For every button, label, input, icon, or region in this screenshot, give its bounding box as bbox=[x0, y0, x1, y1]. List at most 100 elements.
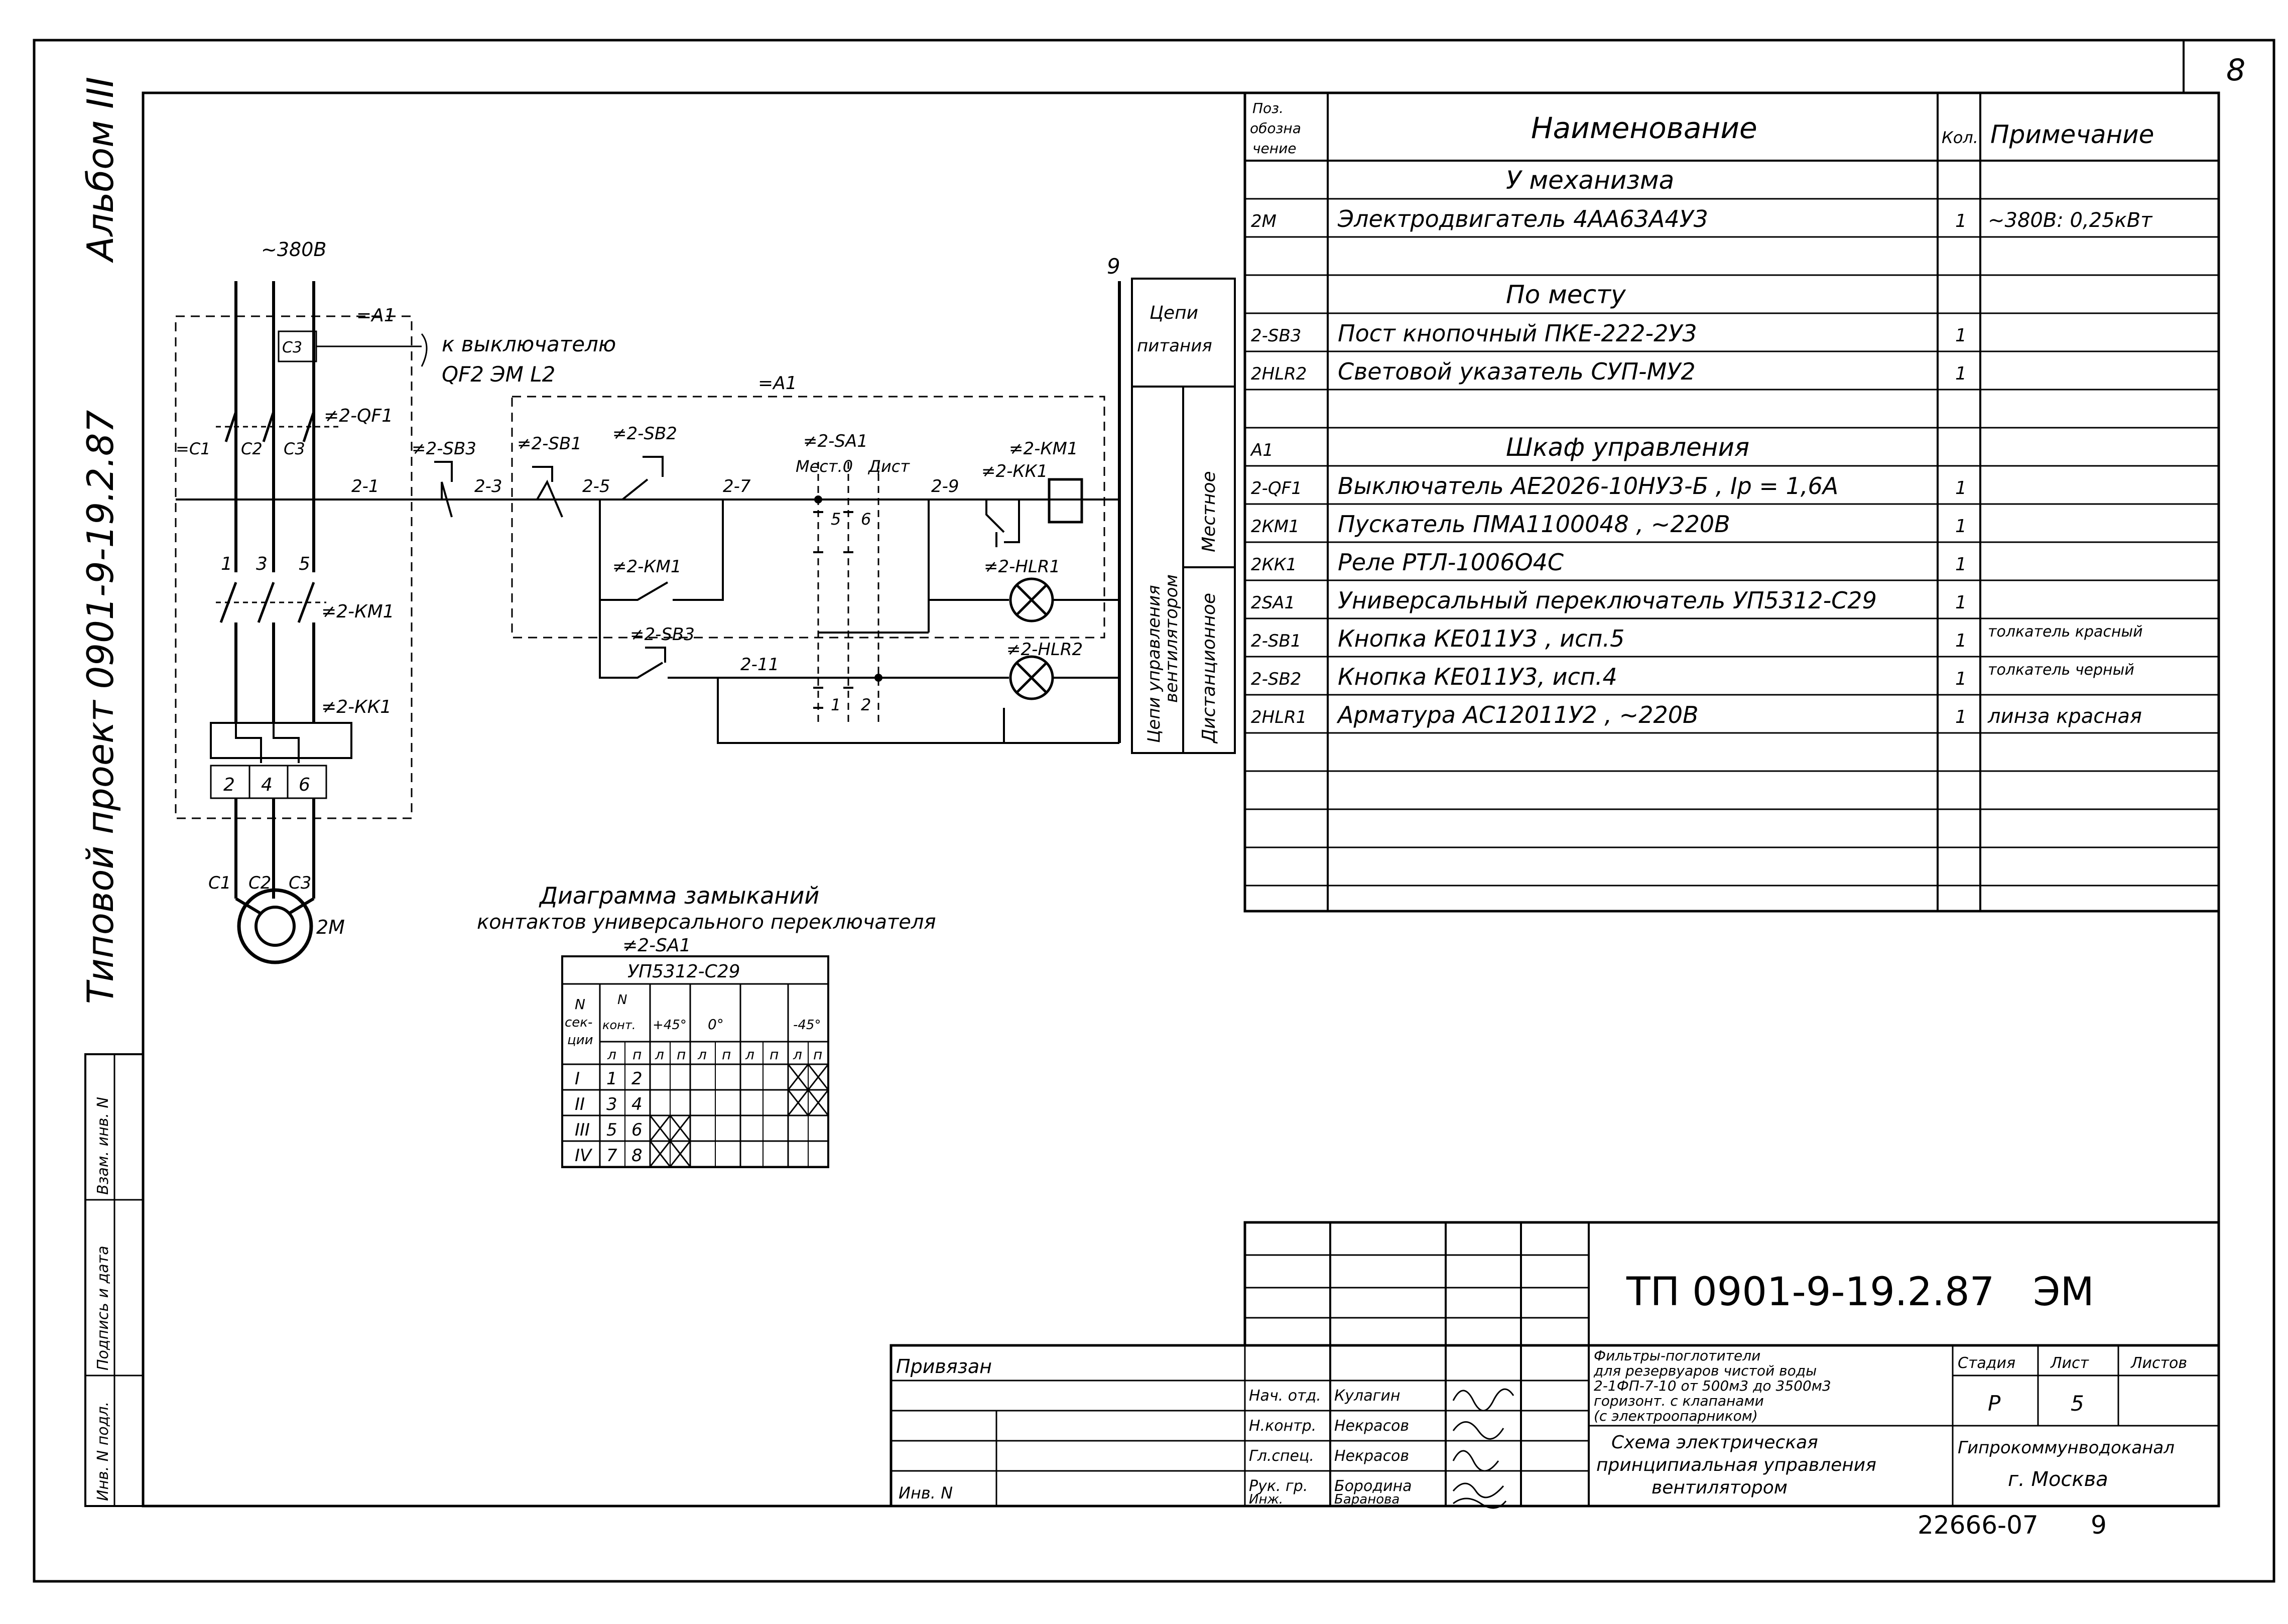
motor-symbol bbox=[237, 888, 313, 964]
sb3b-label: ≠2-SB3 bbox=[630, 624, 695, 645]
sheet-title-l1: Схема электрическая bbox=[1611, 1432, 1818, 1453]
km1-coil bbox=[1048, 478, 1083, 524]
name-1: Некрасов bbox=[1334, 1417, 1409, 1435]
sa-5-label: 5 bbox=[831, 510, 841, 529]
title-block: ТП 0901-9-19.2.87 ЭМ Привязан Инв. N Нач… bbox=[889, 1221, 2220, 1509]
spec-row-qty: 1 bbox=[1955, 669, 1967, 689]
object-l1: Фильтры-поглотители bbox=[1594, 1347, 1760, 1364]
sb1-label: ≠2-SB1 bbox=[517, 434, 582, 454]
sd-h-lp: п bbox=[813, 1046, 822, 1063]
sd-row-l: 5 bbox=[606, 1120, 617, 1140]
w211-label: 2-11 bbox=[740, 655, 779, 675]
sb2-label: ≠2-SB2 bbox=[612, 424, 677, 444]
note-line1: к выключателю bbox=[442, 332, 616, 356]
spec-head-note: Примечание bbox=[1990, 120, 2154, 149]
sd-h-contact-n: N bbox=[617, 992, 627, 1008]
sa-1-label: 1 bbox=[831, 695, 841, 714]
spec-row-pos: 2SA1 bbox=[1251, 593, 1295, 613]
sd-h-lp: л bbox=[697, 1046, 707, 1063]
sd-closed-mark bbox=[787, 1064, 809, 1090]
spec-row-qty: 1 bbox=[1955, 211, 1967, 231]
sheet-number: 8 bbox=[2226, 53, 2245, 88]
sd-h-lp: л bbox=[793, 1046, 802, 1063]
m-c1-label: С1 bbox=[208, 873, 231, 893]
spec-row-qty: 1 bbox=[1955, 592, 1967, 613]
spec-row-name: Универсальный переключатель УП5312-С29 bbox=[1338, 587, 1877, 614]
doc-mark: ЭМ bbox=[2033, 1270, 2094, 1315]
supply-label: ~380В bbox=[261, 238, 326, 261]
spec-row-pos: 2HLR2 bbox=[1251, 364, 1307, 384]
c2-label: С2 bbox=[241, 439, 263, 458]
spec-row-name: Арматура АС12011У2 , ~220В bbox=[1336, 701, 1699, 728]
spec-row-pos: 2-SB2 bbox=[1251, 669, 1301, 689]
spec-row-name: Световой указатель СУП-МУ2 bbox=[1338, 358, 1696, 385]
sd-row-sec: II bbox=[575, 1094, 585, 1114]
sa-6-label: 6 bbox=[861, 510, 871, 529]
sa-2-label: 2 bbox=[861, 695, 871, 714]
spec-head-name: Наименование bbox=[1531, 111, 1757, 145]
sd-closed-mark bbox=[807, 1064, 829, 1090]
sd-row-sec: I bbox=[575, 1069, 580, 1089]
spec-row-note: толкатель черный bbox=[1988, 661, 2134, 679]
sd-h-lp: п bbox=[677, 1046, 686, 1063]
hl1-label: ≠2-HLR1 bbox=[984, 557, 1060, 577]
n3-label: 3 bbox=[256, 554, 268, 574]
spec-section-title: Шкаф управления bbox=[1506, 433, 1749, 462]
spec-head-pos3: чение bbox=[1252, 140, 1297, 157]
local-label: Местное bbox=[1199, 471, 1219, 552]
w25-label: 2-5 bbox=[582, 476, 610, 496]
doc-code: ТП 0901-9-19.2.87 bbox=[1626, 1270, 1994, 1315]
c1-label: =С1 bbox=[176, 439, 211, 458]
sheet-value: 5 bbox=[2071, 1391, 2084, 1416]
sd-h-sec2: ции bbox=[567, 1033, 593, 1048]
org-name: Гипрокоммунводоканал bbox=[1958, 1438, 2175, 1458]
switch-diagram: Диаграмма замыканий контактов универсаль… bbox=[477, 882, 936, 1168]
spec-row-note: ~380В: 0,25кВт bbox=[1988, 209, 2153, 232]
sd-model: УП5312-С29 bbox=[627, 961, 740, 982]
supply-circuit-l2: питания bbox=[1137, 336, 1212, 356]
name-3: Бородина bbox=[1334, 1477, 1412, 1495]
n5-label: 5 bbox=[299, 554, 310, 574]
spec-row-name: Электродвигатель 4АА63А4У3 bbox=[1337, 205, 1708, 232]
sd-closed-mark bbox=[649, 1141, 671, 1167]
control-circuit-l1: Цепи управления bbox=[1144, 585, 1164, 743]
spec-head-qty: Кол. bbox=[1942, 128, 1978, 147]
sheets-label: Листов bbox=[2130, 1354, 2187, 1372]
w27-label: 2-7 bbox=[723, 476, 751, 496]
qf1-label: ≠2-QF1 bbox=[324, 406, 393, 426]
sd-row-l: 7 bbox=[606, 1146, 617, 1166]
n2-label: 2 bbox=[223, 775, 235, 795]
spec-row-qty: 1 bbox=[1955, 554, 1967, 575]
sheet-title-l3: вентилятором bbox=[1651, 1477, 1788, 1498]
sd-h-lp: п bbox=[770, 1046, 779, 1063]
stamp-inv-orig: Инв. N подл. bbox=[94, 1402, 112, 1501]
sd-closed-mark bbox=[669, 1141, 691, 1167]
name-2: Некрасов bbox=[1334, 1447, 1409, 1465]
spec-row-name: Кнопка КЕ011У3 , исп.5 bbox=[1338, 625, 1624, 652]
control-circuit-l2: вентилятором bbox=[1162, 574, 1182, 703]
sd-row-sec: IV bbox=[575, 1146, 593, 1166]
role-0: Нач. отд. bbox=[1249, 1387, 1321, 1405]
km1-coil-label: ≠2-КМ1 bbox=[1009, 439, 1078, 459]
spec-row-pos: А1 bbox=[1250, 440, 1274, 460]
stage-label: Стадия bbox=[1958, 1354, 2015, 1372]
spec-row-qty: 1 bbox=[1955, 516, 1967, 537]
spec-row-qty: 1 bbox=[1955, 478, 1967, 498]
series-label: Типовой проект 0901-9-19.2.87 bbox=[79, 410, 121, 1004]
power-circuit: ~380В =А1 С3 к выключателю QF2 ЭМ L2 ≠2-… bbox=[175, 238, 616, 964]
spec-row-pos: 2-QF1 bbox=[1251, 478, 1302, 498]
sd-row-l: 3 bbox=[606, 1094, 617, 1114]
object-l3: 2-1ФП-7-10 от 500м3 до 3500м3 bbox=[1594, 1378, 1831, 1394]
inv-no-label: Инв. N bbox=[899, 1483, 953, 1503]
kk1-main-label: ≠2-КК1 bbox=[321, 697, 392, 717]
spec-head-pos2: обозна bbox=[1250, 120, 1301, 137]
sd-h-sec: сек- bbox=[565, 1015, 592, 1030]
sd-title-l1: Диаграмма замыканий bbox=[539, 882, 819, 909]
sd-title-l3: ≠2-SA1 bbox=[622, 935, 691, 956]
sd-h-p45: +45° bbox=[653, 1018, 687, 1033]
spec-row-name: Реле РТЛ-1006О4С bbox=[1338, 549, 1564, 576]
cabinet-enclosure bbox=[175, 315, 413, 819]
spec-row-name: Кнопка КЕ011У3, исп.4 bbox=[1338, 663, 1617, 690]
spec-row-qty: 1 bbox=[1955, 707, 1967, 727]
